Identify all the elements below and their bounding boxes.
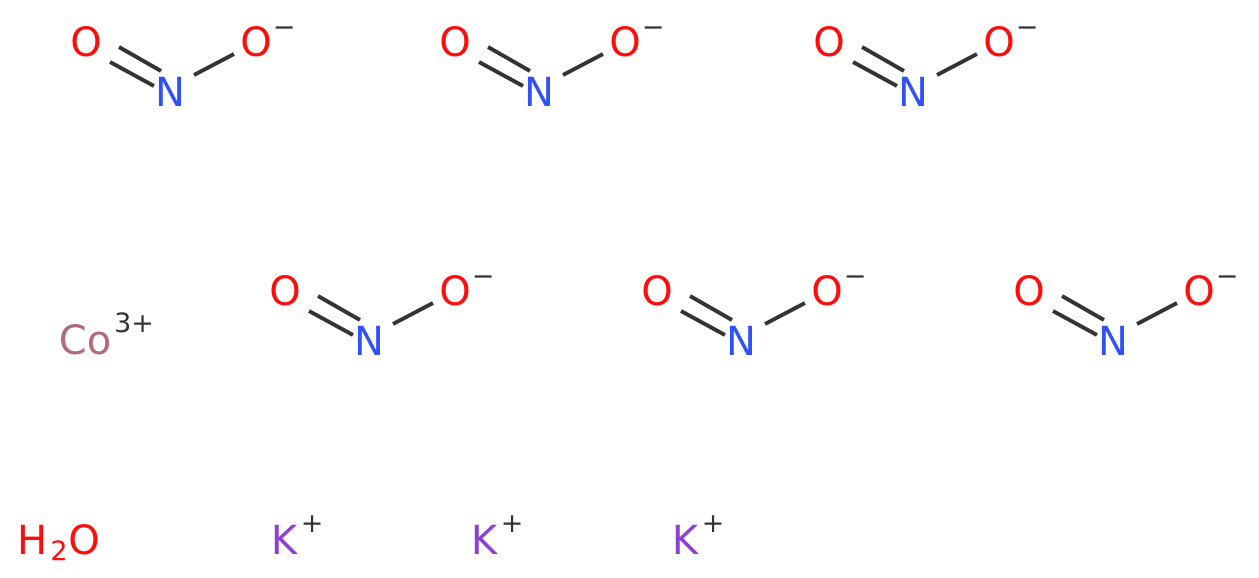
nitrite-ion: ONO− bbox=[813, 12, 1038, 116]
n-o-double-bond bbox=[317, 294, 361, 322]
potassium-ion: K+ bbox=[471, 508, 523, 564]
oxygen-atom: O bbox=[439, 269, 470, 315]
n-o-double-bond bbox=[852, 60, 898, 88]
n-o-double-bond bbox=[109, 60, 155, 88]
potassium-charge: + bbox=[301, 508, 324, 539]
oxygen-atom: O bbox=[813, 20, 844, 66]
potassium-ion: K+ bbox=[672, 508, 724, 564]
nitrogen-atom: N bbox=[1098, 319, 1128, 365]
nitrogen-atom: N bbox=[354, 319, 384, 365]
n-o-single-bond bbox=[562, 52, 604, 77]
potassium-charge: + bbox=[702, 508, 725, 539]
negative-charge: − bbox=[1016, 12, 1039, 43]
n-o-double-bond bbox=[861, 45, 905, 73]
oxygen-symbol: O bbox=[68, 518, 99, 564]
n-o-double-bond bbox=[1061, 294, 1105, 322]
nitrite-ion: ONO− bbox=[1013, 261, 1238, 365]
n-o-double-bond bbox=[680, 309, 726, 337]
oxygen-atom: O bbox=[1183, 269, 1214, 315]
negative-charge: − bbox=[1216, 261, 1239, 292]
oxygen-atom: O bbox=[1013, 269, 1044, 315]
cobalt-charge: 3+ bbox=[114, 308, 154, 339]
cobalt-symbol: Co bbox=[59, 318, 111, 364]
n-o-double-bond bbox=[118, 45, 162, 73]
nitrite-ion: ONO− bbox=[641, 261, 866, 365]
oxygen-atom: O bbox=[439, 20, 470, 66]
nitrogen-atom: N bbox=[524, 70, 554, 116]
n-o-single-bond bbox=[193, 52, 235, 77]
potassium-charge: + bbox=[501, 508, 524, 539]
potassium-symbol: K bbox=[471, 518, 499, 564]
nitrite-ion: ONO− bbox=[439, 12, 664, 116]
n-o-double-bond bbox=[487, 45, 531, 73]
nitrogen-atom: N bbox=[155, 70, 185, 116]
n-o-single-bond bbox=[936, 52, 978, 77]
n-o-double-bond bbox=[478, 60, 524, 88]
n-o-single-bond bbox=[1136, 301, 1178, 326]
oxygen-atom: O bbox=[70, 20, 101, 66]
hydrogen-symbol: H bbox=[17, 518, 47, 564]
n-o-double-bond bbox=[308, 309, 354, 337]
potassium-ion: K+ bbox=[271, 508, 323, 564]
water-subscript: 2 bbox=[50, 536, 67, 567]
nitrogen-atom: N bbox=[898, 70, 928, 116]
nitrogen-atom: N bbox=[726, 319, 756, 365]
potassium-symbol: K bbox=[271, 518, 299, 564]
oxygen-atom: O bbox=[641, 269, 672, 315]
n-o-single-bond bbox=[392, 301, 434, 326]
oxygen-atom: O bbox=[269, 269, 300, 315]
nitrite-ion: ONO− bbox=[269, 261, 494, 365]
negative-charge: − bbox=[642, 12, 665, 43]
negative-charge: − bbox=[472, 261, 495, 292]
oxygen-atom: O bbox=[609, 20, 640, 66]
oxygen-atom: O bbox=[983, 20, 1014, 66]
potassium-symbol: K bbox=[672, 518, 700, 564]
oxygen-atom: O bbox=[240, 20, 271, 66]
nitrite-ion: ONO− bbox=[70, 12, 295, 116]
n-o-double-bond bbox=[1052, 309, 1098, 337]
n-o-single-bond bbox=[764, 301, 806, 326]
oxygen-atom: O bbox=[811, 269, 842, 315]
negative-charge: − bbox=[273, 12, 296, 43]
n-o-double-bond bbox=[689, 294, 733, 322]
negative-charge: − bbox=[844, 261, 867, 292]
